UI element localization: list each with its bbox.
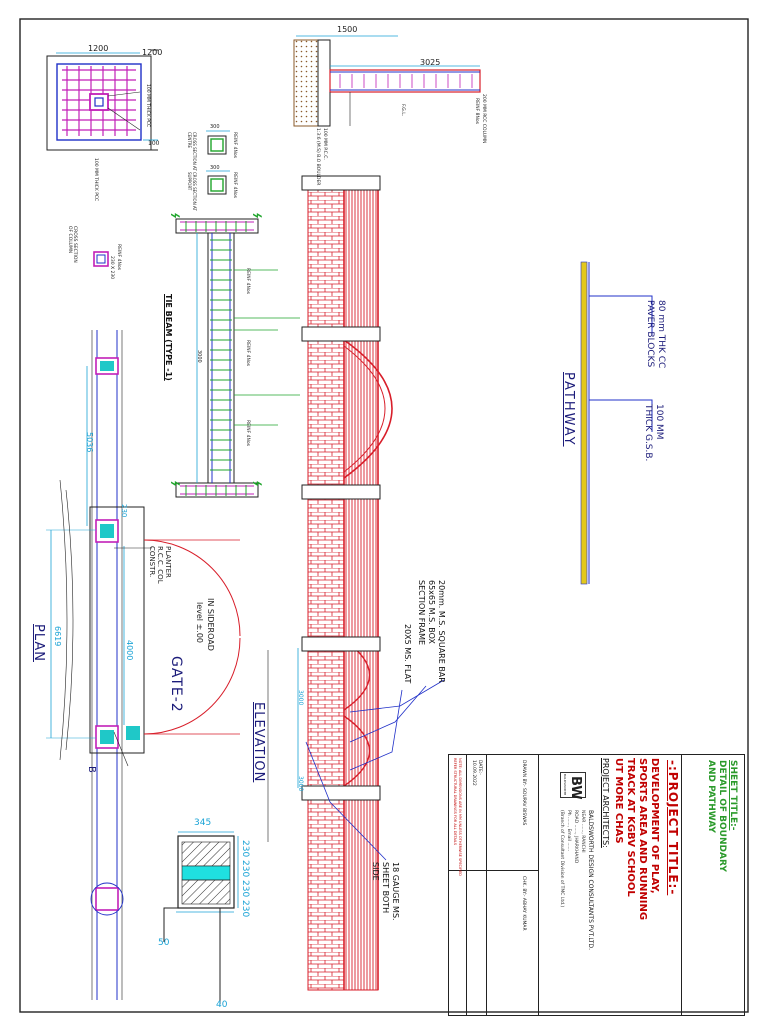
boundary-wall-elevation (267, 175, 445, 991)
firm-line-4: (Branch of Consultant Division of TMC Lt… (559, 810, 564, 908)
road-label: IN SIDEROAD (206, 598, 215, 651)
project-title-label: -:PROJECT TITLE:- (666, 760, 680, 896)
column-note-base: 1:3:6 (M.S) B.O BOULDER (315, 128, 320, 186)
plan-dim-overall: 6619 (53, 626, 62, 647)
footing-detail (46, 49, 158, 151)
tie-beam-length-dim: 3000 (196, 350, 202, 363)
beam-section-caption-2: CROSS SECTION AT SUPPORT (187, 172, 197, 211)
column-top-dim: 1500 (337, 25, 358, 34)
pathway-title: PATHWAY (561, 372, 576, 447)
plan-title: PLAN (31, 624, 46, 662)
pier-dim-right-1: 230 (240, 840, 250, 858)
col-cross-reinf: REINF 4Nos (116, 244, 121, 271)
beam-dim-b: 300 (210, 165, 220, 171)
project-title-line-3: TRACK AT KGBV SCHOOL (625, 758, 636, 897)
column-note-pcc: 100 MM P.C.C. (322, 128, 327, 160)
gate-label: GATE-2 (168, 656, 184, 713)
tie-beam-detail: ⌁ ⌁ ⌁ ⌁ (170, 205, 300, 498)
footing-note-pcc-bottom: 100 MM THICK PCC (93, 158, 98, 202)
plan-dim-gate: 4000 (125, 640, 134, 661)
title-block: SHEET TITLE:- DETAIL OF BOUNDARY AND PAT… (448, 754, 745, 1016)
beam-reinf-1: REINF 4Nos (232, 132, 237, 159)
firm-name: BALDSWORTH DESIGN CONSULTANTS PVT.LTD. (587, 810, 594, 951)
svg-text:⌁: ⌁ (170, 473, 181, 494)
project-title-line-1: DEVELOPMENT OF PLAY, (649, 758, 660, 894)
tie-beam-title: TIE BEAM (TYPE -1) (164, 294, 173, 381)
firm-logo-text: BW (568, 776, 583, 800)
plan-dim-small: 230 (120, 504, 128, 518)
plan-note-rcc: R.C.C. COL (156, 546, 164, 584)
gate-plan (46, 330, 241, 1000)
pathway-section (580, 261, 653, 585)
firm-line-1: NEAR ......, RANCHI (580, 810, 585, 853)
architects-label: PROJECT ARCHITECTS: (601, 758, 610, 848)
column-section-detail (293, 35, 481, 127)
elevation-note-box: 65x65 M.S. BOX SECTION FRAME (417, 580, 436, 646)
note-line-2: REFER STRUCTURAL DRAWINGS FOR ALL DETAIL… (453, 758, 457, 846)
plan-note-constr: CONSTR. (148, 546, 156, 578)
tie-beam-stirrup-label-1: REINF 4Nos (245, 268, 250, 295)
beam-reinf-2: REINF 4Nos (232, 172, 237, 199)
pier-detail (163, 831, 239, 1004)
firm-line-2: ROAD ......, JHARKHAND (573, 810, 578, 864)
pier-dim-right-3: 230 (240, 880, 250, 898)
firm-line-3: Ph ......, Email ...... (566, 810, 571, 851)
svg-text:⌁: ⌁ (170, 205, 181, 226)
tie-beam-stirrup-label-2: REINF 4Nos (245, 340, 250, 367)
column-note-rcc: 200 MM RCC COLUMN (481, 94, 486, 144)
footing-offset-dim: 100 (148, 140, 160, 147)
beam-cross-sections (93, 130, 230, 267)
checked-by: CHK. BY:- ABHAY KUMAR (521, 876, 526, 931)
plan-note-planter: PLANTER (164, 546, 172, 578)
beam-section-caption-1: CROSS SECTION AT CENTRE (187, 132, 197, 171)
footing-width-dim: 1200 (142, 48, 163, 57)
pathway-layer-1: 80 mm THK CC PAVER BLOCKS (645, 300, 666, 369)
sheet-title-label: SHEET TITLE:- (728, 760, 738, 831)
elevation-note-bar: 20mm. M.S. SQUARE BAR (437, 580, 446, 683)
plan-dim-length: 5036 (85, 432, 94, 453)
sheet-border (19, 18, 749, 1013)
pier-dim-bottom-1: 40 (216, 1000, 228, 1010)
elevation-note-sheet: 18 GAUGE MS. SHEET BOTH SIDE (371, 862, 400, 921)
pier-dim-right-2: 230 (240, 860, 250, 878)
project-title-line-4: UT MORE CHAS (613, 758, 624, 844)
column-length-dim: 3025 (420, 58, 441, 67)
drawn-by: DRAWN BY:- SOURAV BISWAS (521, 760, 526, 826)
sheet-title-line-2: AND PATHWAY (706, 760, 716, 833)
elevation-dim-2: 3000 (297, 776, 304, 792)
svg-text:⌁: ⌁ (252, 205, 263, 226)
footing-top-dim: 1200 (88, 44, 109, 53)
col-cross-caption: CROSS SECTION OF COLUMN (67, 226, 77, 263)
elevation-title: ELEVATION (251, 702, 266, 783)
pathway-layer-2: 100 MM THICK G.S.B. (643, 404, 664, 462)
plan-marker-b: B (86, 766, 97, 773)
firm-logo-sub: BALDSWORTH (563, 774, 567, 796)
elevation-note-flat: 20X5 MS. FLAT (403, 624, 412, 684)
footing-note-pcc-top: 100 MM THICK PCC (145, 84, 150, 128)
column-note-reinf: REINF 8Nos (474, 98, 479, 125)
beam-dim-a: 300 (210, 124, 220, 130)
pier-dim-right-4: 230 (240, 900, 250, 918)
pier-dim-top: 345 (194, 818, 212, 828)
pier-dim-bottom-2: 50 (158, 938, 170, 948)
elevation-dim-1: 3000 (297, 690, 304, 706)
tie-beam-stirrup-label-3: REINF 4Nos (245, 420, 250, 447)
col-cross-dim: 230 X 230 (109, 256, 114, 280)
column-note-fgl: F.G.L. (400, 104, 405, 117)
firm-logo: BW BALDSWORTH (560, 772, 586, 800)
project-title-line-2: SPORTS AREA AND RUNNING (637, 758, 648, 921)
svg-text:⌁: ⌁ (252, 473, 263, 494)
date-label: DATE:- (477, 760, 482, 775)
road-level: level ±.00 (195, 602, 204, 643)
note-line-1: NOTE: ALL DIMENSIONS ARE IN MM UNLESS OT… (458, 758, 462, 876)
sheet-title-line-1: DETAIL OF BOUNDARY (717, 760, 727, 872)
date-value: 10.09.2022 (471, 760, 476, 786)
